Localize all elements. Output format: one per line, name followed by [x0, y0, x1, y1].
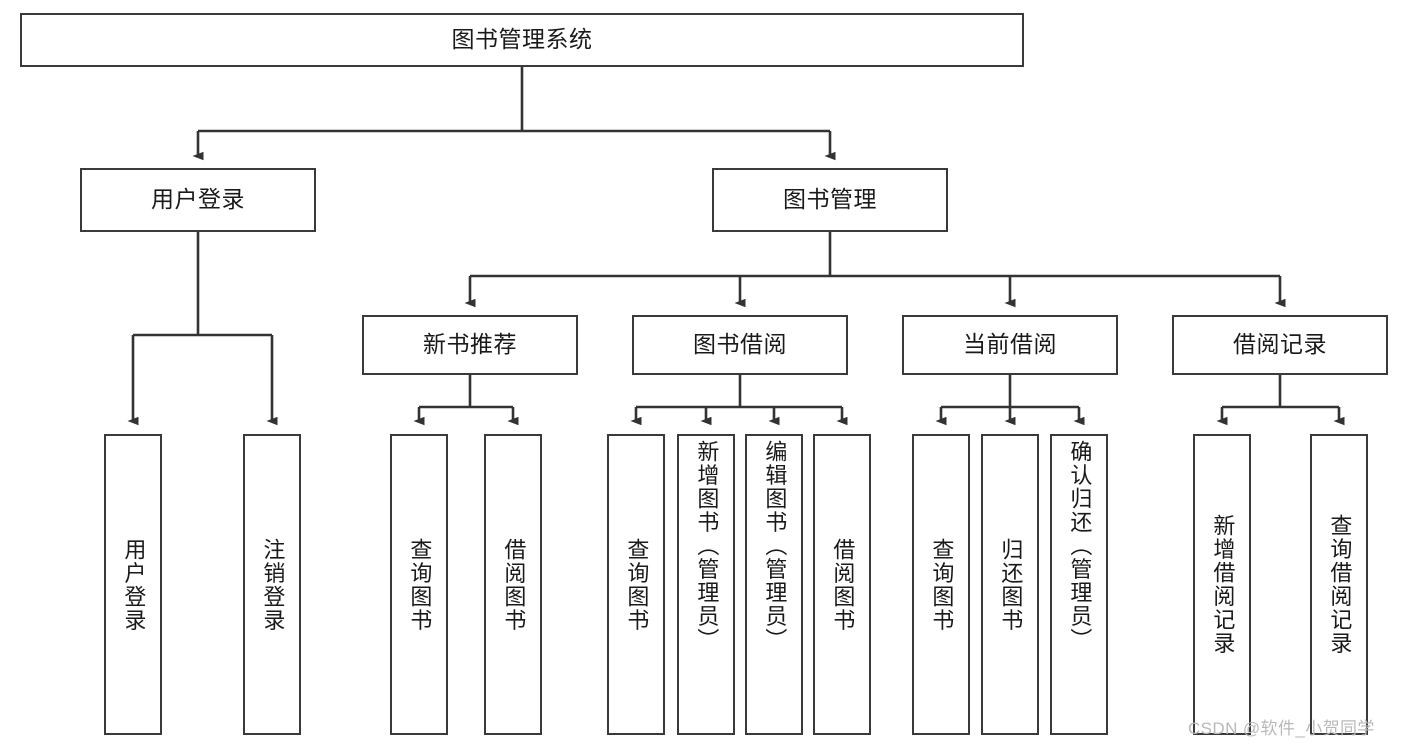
node-new-book-recommend[interactable]: 新书推荐: [362, 315, 578, 375]
leaf-borrow-book[interactable]: 借阅图书: [813, 434, 871, 735]
leaf-add-book-admin[interactable]: 新增图书（管理员）: [677, 434, 735, 735]
node-label: 新书推荐: [423, 331, 517, 358]
node-label: 图书管理系统: [451, 26, 593, 53]
leaf-return-book[interactable]: 归还图书: [981, 434, 1039, 735]
node-user-login[interactable]: 用户登录: [80, 168, 316, 232]
node-label: 查询借阅记录: [1327, 514, 1353, 655]
node-label: 确认归还（管理员）: [1067, 440, 1093, 652]
node-label: 图书借阅: [693, 331, 787, 358]
leaf-edit-book-admin[interactable]: 编辑图书（管理员）: [745, 434, 803, 735]
node-book-management[interactable]: 图书管理: [712, 168, 948, 232]
node-current-borrow[interactable]: 当前借阅: [902, 315, 1118, 375]
leaf-add-borrow-record[interactable]: 新增借阅记录: [1193, 434, 1251, 735]
leaf-user-login[interactable]: 用户登录: [104, 434, 162, 735]
leaf-query-book-current[interactable]: 查询图书: [912, 434, 970, 735]
node-label: 用户登录: [151, 186, 245, 213]
node-label: 编辑图书（管理员）: [762, 440, 788, 652]
node-book-borrow[interactable]: 图书借阅: [632, 315, 848, 375]
node-label: 当前借阅: [963, 331, 1057, 358]
node-label: 借阅图书: [830, 537, 856, 632]
leaf-query-book-recommend[interactable]: 查询图书: [390, 434, 448, 735]
leaf-borrow-book-recommend[interactable]: 借阅图书: [484, 434, 542, 735]
node-label: 查询图书: [929, 537, 955, 632]
node-label: 借阅图书: [501, 537, 527, 632]
leaf-query-book-borrow[interactable]: 查询图书: [607, 434, 665, 735]
leaf-query-borrow-record[interactable]: 查询借阅记录: [1310, 434, 1368, 735]
node-label: 借阅记录: [1233, 331, 1327, 358]
node-label: 归还图书: [998, 537, 1024, 632]
leaf-logout-login[interactable]: 注销登录: [243, 434, 301, 735]
node-label: 用户登录: [121, 537, 147, 632]
node-label: 查询图书: [624, 537, 650, 632]
watermark-text: CSDN @软件_小贺同学: [1188, 719, 1375, 738]
node-label: 注销登录: [260, 537, 286, 632]
node-label: 图书管理: [783, 186, 877, 213]
node-label: 新增借阅记录: [1210, 514, 1236, 655]
node-root-book-management-system[interactable]: 图书管理系统: [20, 13, 1024, 67]
node-label: 查询图书: [407, 537, 433, 632]
leaf-confirm-return-admin[interactable]: 确认归还（管理员）: [1050, 434, 1108, 735]
node-borrow-record[interactable]: 借阅记录: [1172, 315, 1388, 375]
node-label: 新增图书（管理员）: [694, 440, 720, 652]
